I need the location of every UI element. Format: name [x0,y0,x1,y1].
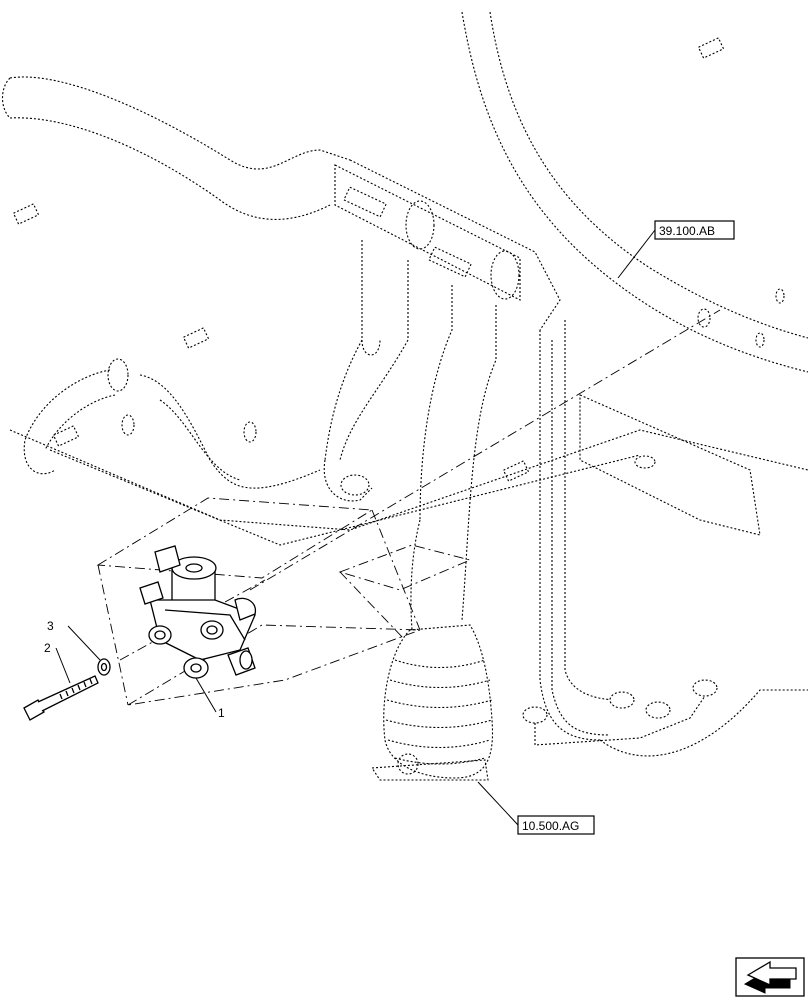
background-structure [1,11,808,781]
stud-bolts [12,37,785,482]
joystick-boot [371,624,494,781]
callout-item-1: 1 [218,706,225,720]
hydraulic-fittings [522,679,808,757]
reference-39-100-ab[interactable]: 39.100.AB [654,220,735,240]
reference-39-100-ab-label: 39.100.AB [659,224,715,238]
callout-leaders [55,229,656,826]
next-page-arrow-icon[interactable] [735,957,805,997]
solenoid-valve [139,545,257,679]
washer [97,658,111,676]
callout-item-3: 3 [47,619,54,633]
reference-10-500-ag-label: 10.500.AG [522,819,579,833]
callout-item-2: 2 [44,641,51,655]
bolt [23,675,99,721]
reference-10-500-ag[interactable]: 10.500.AG [517,815,595,835]
